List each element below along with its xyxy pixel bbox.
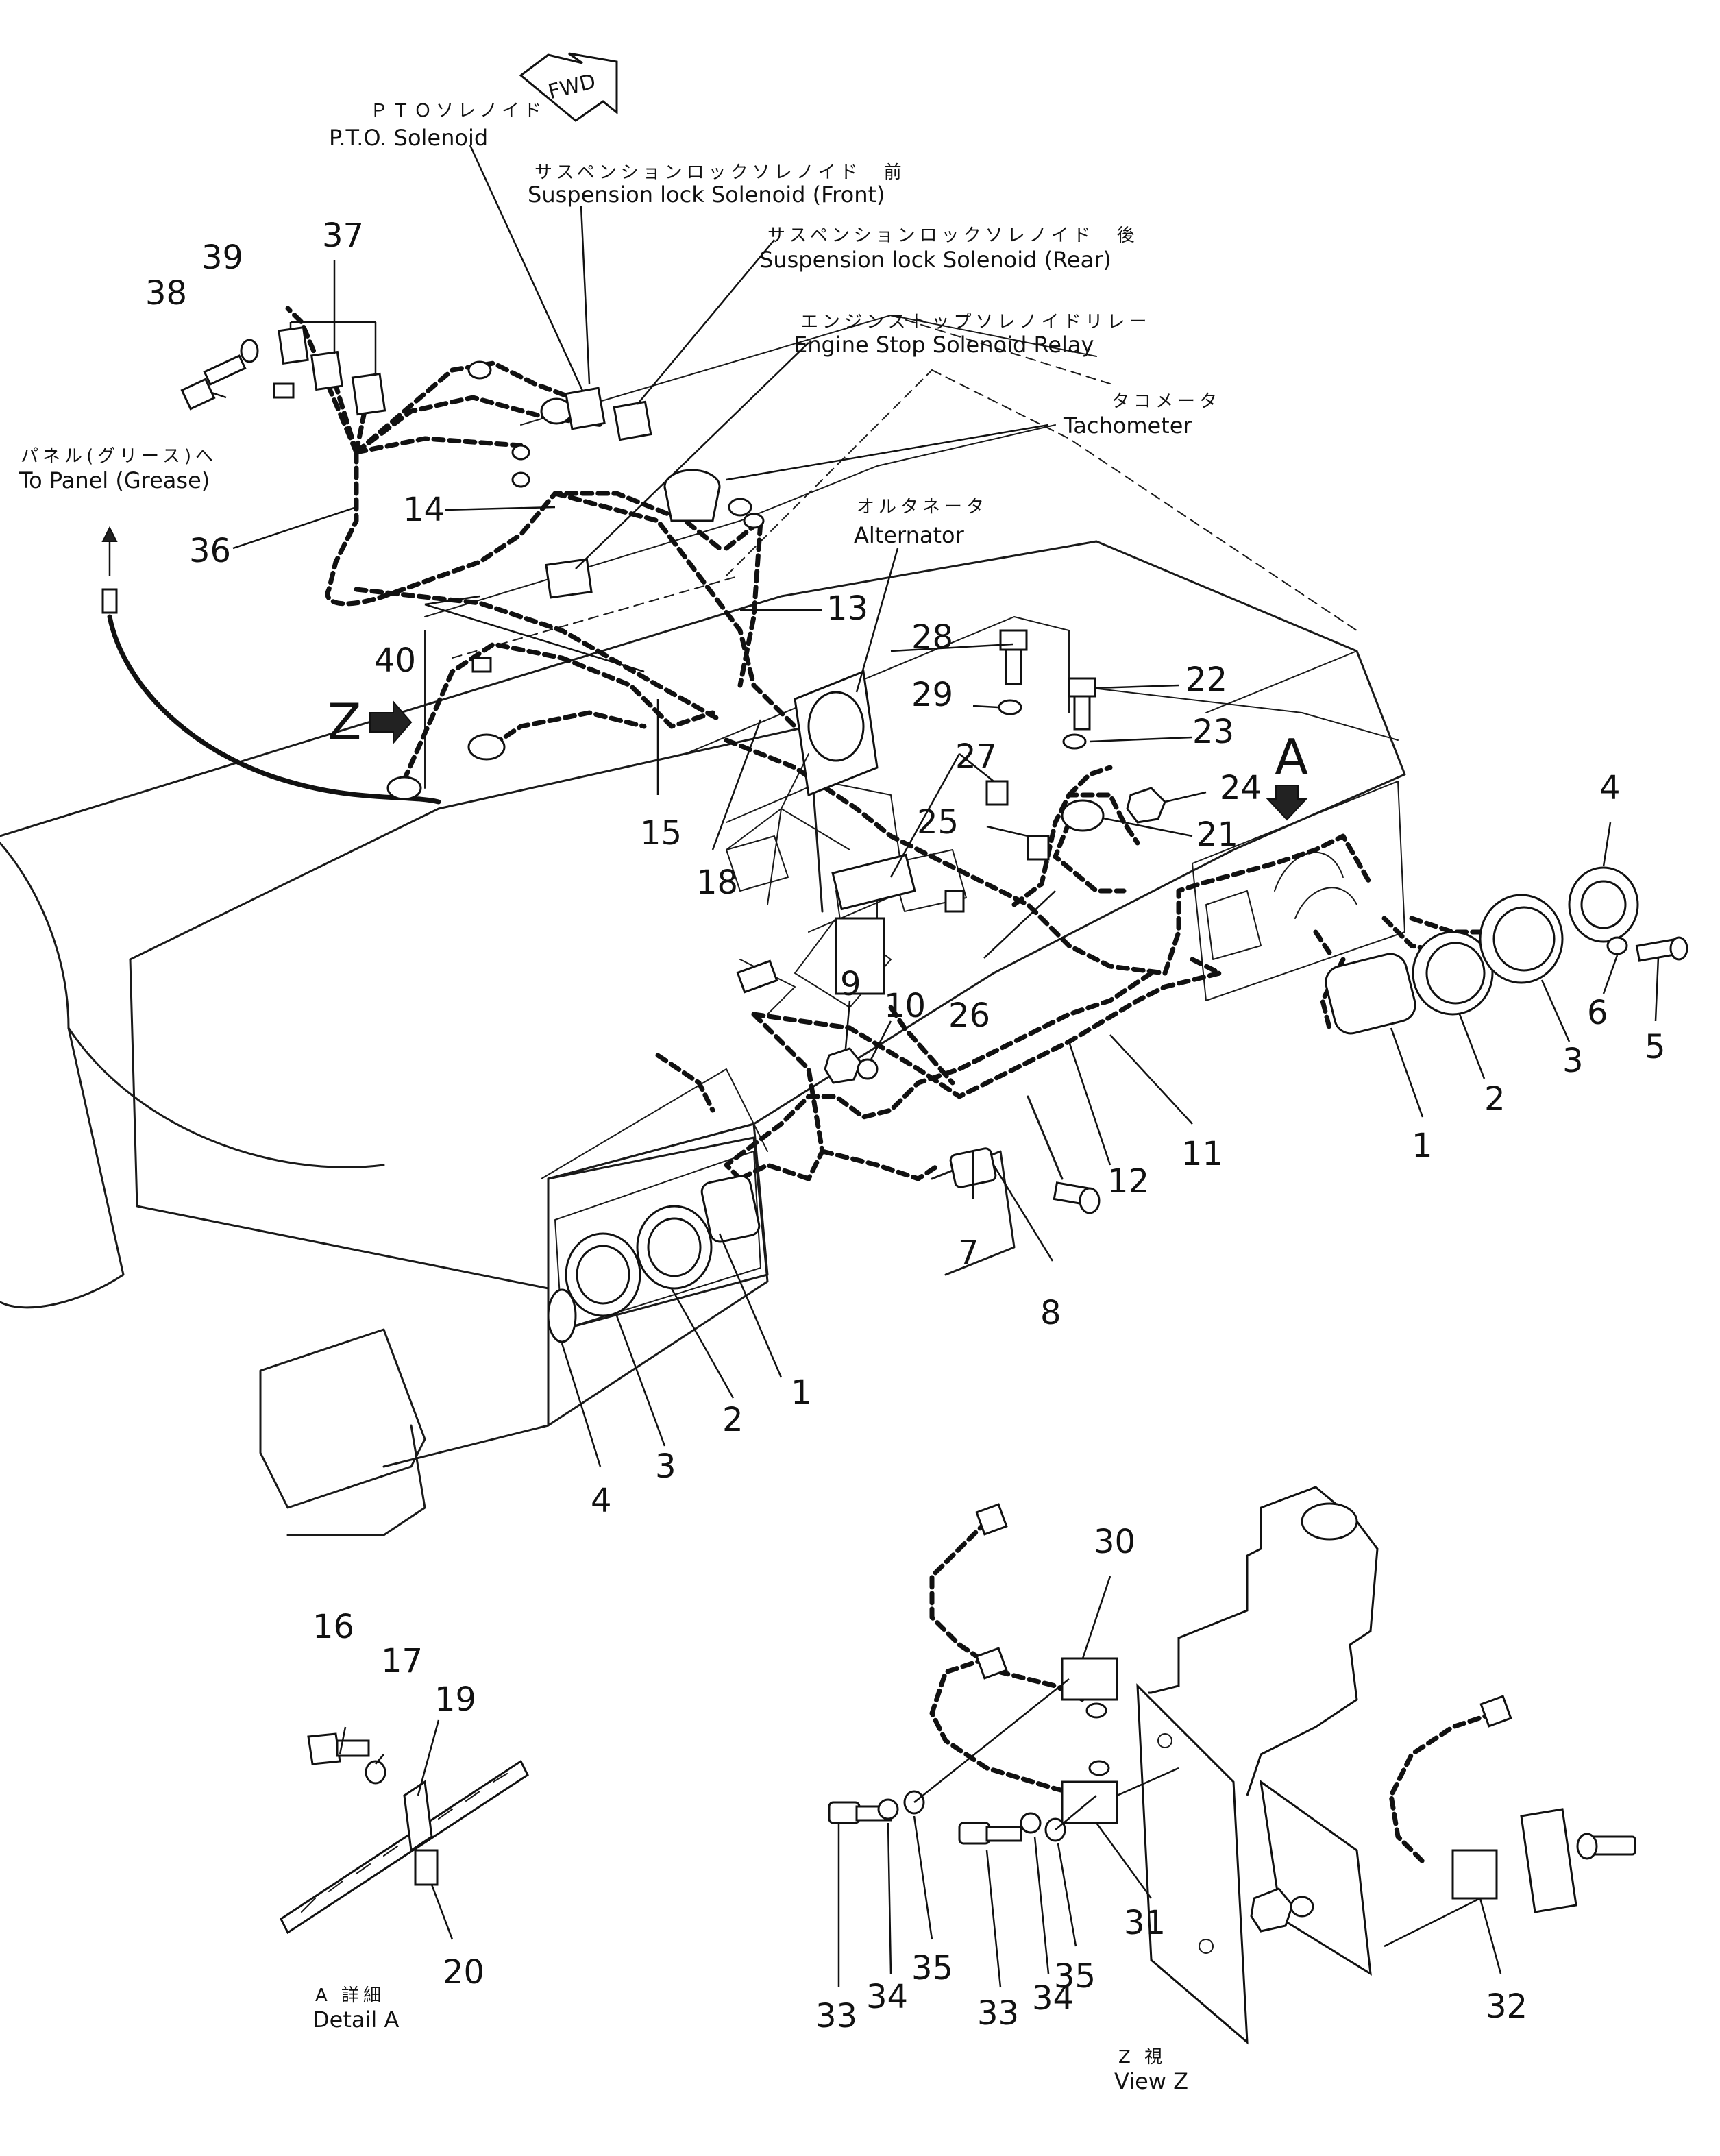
view-z-label: View Z [1114, 2068, 1188, 2094]
callout-29: 29 [911, 676, 953, 714]
callout-32: 32 [1486, 1987, 1527, 2026]
callout-24: 24 [1220, 769, 1262, 807]
a-detail-marker: A [1266, 728, 1308, 821]
callout-35-b: 35 [1054, 1957, 1096, 1996]
callout-38: 38 [145, 274, 187, 313]
alternator-label-jp: オルタネータ [857, 497, 988, 517]
view-z-label-jp: Z 視 [1118, 2047, 1166, 2068]
callout-36: 36 [189, 532, 231, 570]
callout-6: 6 [1587, 994, 1608, 1032]
callout-35-a: 35 [911, 1949, 953, 1987]
callout-39: 39 [201, 238, 243, 277]
z-view-marker: Z [328, 693, 413, 750]
callout-17: 17 [381, 1642, 423, 1680]
callout-numbers: 1 1 2 2 3 3 4 4 5 6 7 8 9 10 11 12 13 14… [145, 217, 1666, 2035]
panel-label-jp: パネル(グリース)へ [21, 446, 217, 467]
callout-25: 25 [917, 803, 959, 842]
callout-13: 13 [826, 589, 868, 628]
callout-4-rear: 4 [1599, 769, 1621, 807]
callout-18: 18 [696, 863, 738, 902]
callout-14: 14 [403, 491, 445, 529]
callout-7: 7 [958, 1234, 979, 1272]
callout-28: 28 [911, 618, 953, 657]
callout-23: 23 [1192, 713, 1234, 751]
callout-15: 15 [640, 814, 682, 853]
callout-11: 11 [1181, 1135, 1223, 1173]
callout-12: 12 [1107, 1162, 1149, 1201]
callout-26: 26 [948, 996, 990, 1035]
leader-lines [101, 145, 1660, 1988]
callout-10: 10 [884, 987, 926, 1025]
callout-37: 37 [322, 217, 364, 255]
engine-stop-label-jp: エンジンストップソレノイドリレー [800, 312, 1151, 332]
detail-a-label-jp: A 詳細 [315, 1985, 385, 2006]
callout-2-front: 2 [722, 1401, 744, 1439]
susp-rear-label: Suspension lock Solenoid (Rear) [759, 247, 1111, 273]
machine-body [0, 315, 1406, 1536]
callout-8: 8 [1040, 1294, 1061, 1332]
susp-rear-label-jp: サスペンションロックソレノイド 後 [767, 225, 1139, 246]
callout-16: 16 [312, 1608, 354, 1646]
callout-31: 31 [1124, 1904, 1166, 1942]
callout-3-front: 3 [655, 1447, 676, 1486]
callout-9: 9 [840, 965, 861, 1003]
bolt-38 [180, 339, 259, 411]
z-marker-label: Z [328, 693, 361, 750]
callout-27: 27 [955, 737, 997, 776]
detail-a-label: Detail A [312, 2007, 399, 2033]
engine-stop-label: Engine Stop Solenoid Relay [794, 332, 1094, 358]
pto-solenoid-label-jp: ＰＴＯソレノイド [370, 101, 545, 121]
callout-3-rear: 3 [1562, 1042, 1584, 1080]
pto-solenoid-label: P.T.O. Solenoid [329, 125, 488, 151]
panel-label: To Panel (Grease) [19, 467, 210, 493]
callout-34-a: 34 [866, 1978, 908, 2016]
callout-22: 22 [1185, 661, 1227, 699]
component-labels: ＰＴＯソレノイド P.T.O. Solenoid サスペンションロックソレノイド… [19, 101, 1221, 2094]
detail-a-inset [280, 1732, 529, 1935]
susp-front-label: Suspension lock Solenoid (Front) [528, 182, 885, 208]
fwd-arrow: FWD [519, 52, 618, 122]
callout-5: 5 [1645, 1028, 1666, 1066]
a-marker-label: A [1275, 728, 1308, 786]
callout-1-front: 1 [791, 1373, 812, 1412]
callout-33-a: 33 [815, 1997, 857, 2035]
alternator-label: Alternator [854, 522, 965, 548]
callout-19: 19 [434, 1680, 476, 1719]
callout-33-b: 33 [977, 1994, 1019, 2033]
tachometer-label-jp: タコメータ [1111, 391, 1221, 412]
susp-front-label-jp: サスペンションロックソレノイド 前 [535, 162, 906, 183]
callout-20: 20 [443, 1953, 484, 1992]
callout-2-rear: 2 [1484, 1080, 1506, 1118]
callout-21: 21 [1196, 816, 1238, 854]
callout-40: 40 [374, 641, 416, 680]
callout-4-front: 4 [591, 1482, 612, 1520]
callout-30: 30 [1094, 1523, 1135, 1561]
callout-34-b: 34 [1032, 1979, 1074, 2018]
tachometer-label: Tachometer [1063, 413, 1192, 439]
components [101, 326, 1688, 1343]
callout-1-rear: 1 [1412, 1127, 1433, 1165]
